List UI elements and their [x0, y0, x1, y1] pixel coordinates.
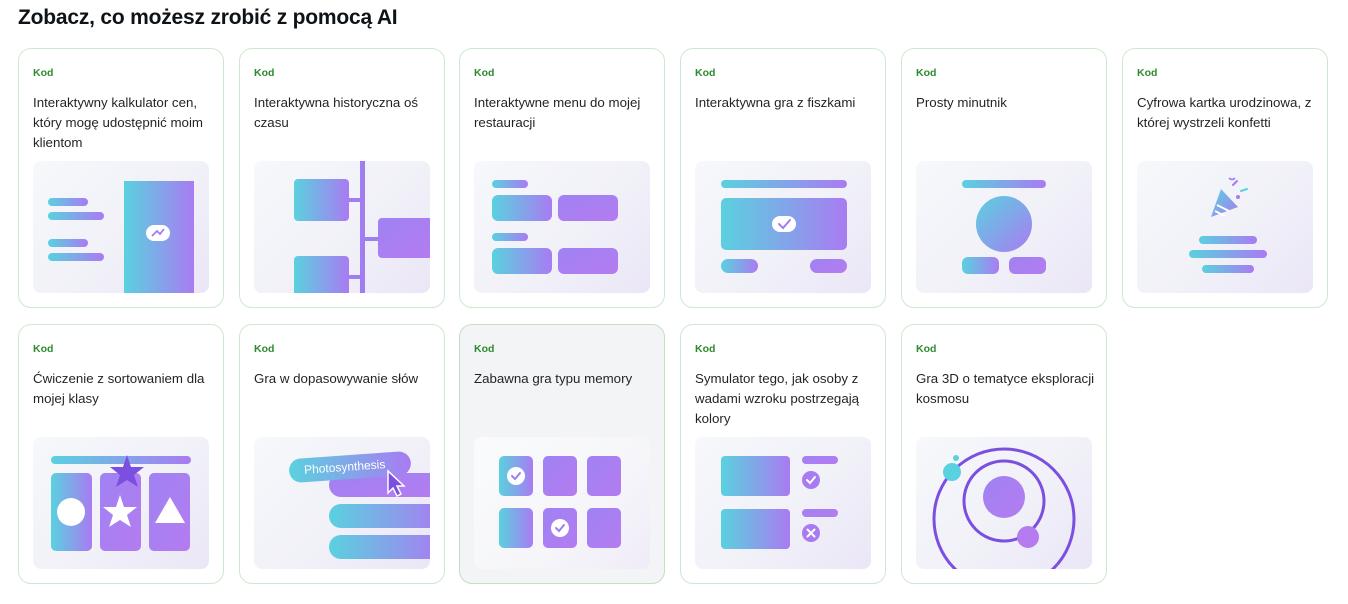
idea-card-timeline[interactable]: Kod Interaktywna historyczna oś czasu	[239, 48, 445, 308]
check-icon	[507, 467, 525, 485]
timer-illustration	[916, 161, 1092, 293]
timeline-illustration	[254, 161, 430, 293]
color-vision-illustration	[695, 437, 871, 569]
dragged-star-shape	[110, 455, 144, 487]
card-title: Interaktywna gra z fiszkami	[695, 95, 856, 110]
memory-game-illustration	[474, 437, 650, 569]
idea-card-space-exploration[interactable]: Kod Gra 3D o tematyce eksploracji kosmos…	[901, 324, 1107, 584]
category-badge: Kod	[695, 67, 716, 79]
category-badge: Kod	[254, 343, 275, 355]
space-orbit-illustration	[916, 437, 1092, 569]
card-title: Gra 3D o tematyce eksploracji kosmosu	[916, 371, 1095, 406]
card-title: Interaktywne menu do mojej restauracji	[474, 95, 641, 130]
idea-card-color-vision-simulator[interactable]: Kod Symulator tego, jak osoby z wadami w…	[680, 324, 886, 584]
category-badge: Kod	[916, 67, 937, 79]
category-badge: Kod	[474, 67, 495, 79]
category-badge: Kod	[33, 343, 54, 355]
moon	[1017, 526, 1039, 548]
shape-sorting-illustration	[33, 437, 209, 569]
word-matching-illustration: Photosynthesis	[254, 437, 430, 569]
category-badge: Kod	[254, 67, 275, 79]
card-title: Interaktywna historyczna oś czasu	[254, 95, 419, 130]
outer-orbit	[932, 447, 1076, 569]
card-title: Prosty minutnik	[916, 95, 1007, 110]
category-badge: Kod	[695, 343, 716, 355]
card-title: Zabawna gra typu memory	[474, 371, 633, 386]
idea-card-price-calculator[interactable]: Kod Interaktywny kalkulator cen, który m…	[18, 48, 224, 308]
card-title: Symulator tego, jak osoby z wadami wzrok…	[695, 371, 860, 426]
idea-card-word-matching[interactable]: Kod Gra w dopasowywanie słów Photosynthe…	[239, 324, 445, 584]
planet-core	[983, 476, 1025, 518]
triangle-shape	[155, 497, 185, 523]
card-title: Ćwiczenie z sortowaniem dla mojej klasy	[33, 371, 205, 406]
check-icon	[772, 216, 796, 232]
idea-card-sorting-exercise[interactable]: Kod Ćwiczenie z sortowaniem dla mojej kl…	[18, 324, 224, 584]
idea-card-memory-game[interactable]: Kod Zabawna gra typu memory	[459, 324, 665, 584]
idea-card-timer[interactable]: Kod Prosty minutnik	[901, 48, 1107, 308]
flashcards-illustration	[695, 161, 871, 293]
idea-card-flashcards[interactable]: Kod Interaktywna gra z fiszkami	[680, 48, 886, 308]
star-shape	[103, 495, 137, 527]
satellite	[943, 463, 961, 481]
category-badge: Kod	[474, 343, 495, 355]
inner-orbit	[962, 459, 1046, 543]
card-title: Interaktywny kalkulator cen, który mogę …	[33, 95, 203, 150]
category-badge: Kod	[1137, 67, 1158, 79]
page-title: Zobacz, co możesz zrobić z pomocą AI	[18, 6, 398, 29]
idea-card-restaurant-menu[interactable]: Kod Interaktywne menu do mojej restaurac…	[459, 48, 665, 308]
party-popper-illustration	[1137, 161, 1313, 293]
idea-card-birthday-card[interactable]: Kod Cyfrowa kartka urodzinowa, z której …	[1122, 48, 1328, 308]
card-title: Gra w dopasowywanie słów	[254, 371, 419, 386]
circle-shape	[57, 498, 85, 526]
restaurant-menu-illustration	[474, 161, 650, 293]
category-badge: Kod	[916, 343, 937, 355]
category-badge: Kod	[33, 67, 54, 79]
cursor-pointer-icon	[387, 469, 406, 498]
party-popper-icon	[1211, 189, 1238, 217]
check-icon	[802, 471, 820, 489]
check-icon	[551, 519, 569, 537]
card-title: Cyfrowa kartka urodzinowa, z której wyst…	[1137, 95, 1312, 130]
price-calculator-illustration	[33, 161, 209, 293]
